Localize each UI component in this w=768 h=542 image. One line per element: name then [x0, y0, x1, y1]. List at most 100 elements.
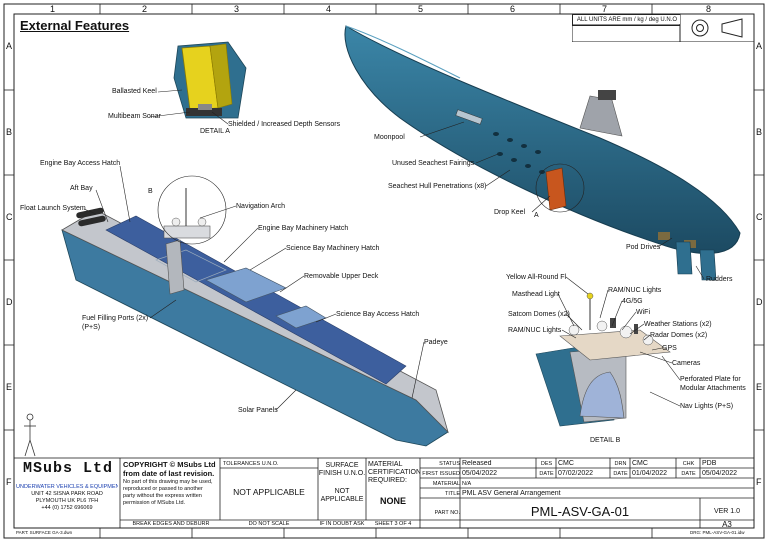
row-label-d: D	[6, 297, 13, 307]
callout-b: B	[148, 188, 153, 195]
label-navigation-arch: Navigation Arch	[236, 203, 286, 210]
row-label-f: F	[6, 477, 12, 487]
sheet-title: External Features	[20, 18, 130, 33]
detail-b-caption: DETAIL B	[590, 437, 621, 444]
material-value: N/A	[462, 481, 472, 487]
copyright-body-4: permission of MSubs Ltd.	[123, 500, 186, 506]
footer-part-file: PART: SURFACE GA-3.dwn	[16, 530, 73, 535]
row-label-b: B	[6, 127, 13, 137]
des-date-label: DATE	[539, 471, 554, 477]
label-seachest-penetrations: Seachest Hull Penetrations (x8)	[388, 183, 487, 190]
tolerances-label: TOLERANCES U.N.O.	[223, 461, 279, 467]
label-modular-attachments: Modular Attachments	[680, 385, 746, 392]
label-unused-seachest: Unused Seachest Fairings	[392, 160, 475, 167]
row-label-e: E	[6, 382, 13, 392]
chk-label: CHK	[682, 461, 695, 467]
version-value: VER 1.0	[713, 508, 741, 515]
title-label: TITLE	[445, 491, 460, 497]
label-removable-deck: Removable Upper Deck	[304, 273, 379, 280]
row-label-e-right: E	[756, 382, 763, 392]
col-label-7: 7	[602, 4, 608, 14]
col-label-5: 5	[418, 4, 424, 14]
col-label-1: 1	[50, 4, 56, 14]
material-cert-value: NONE	[379, 496, 406, 506]
part-no-label: PART NO.	[434, 510, 460, 516]
col-label-2: 2	[142, 4, 148, 14]
chk-value: PDB	[702, 460, 717, 467]
label-gps: GPS	[662, 345, 677, 352]
des-label: DES	[540, 461, 553, 467]
surface-label-1: SURFACE	[325, 462, 359, 469]
label-multibeam-sonar: Multibeam Sonar	[108, 113, 161, 120]
row-label-c-right: C	[756, 212, 763, 222]
label-moonpool: Moonpool	[374, 134, 405, 141]
company-line-4: +44 (0) 1752 696069	[41, 505, 93, 511]
company-line-3: PLYMOUTH UK PL6 7FH	[35, 498, 99, 504]
label-pod-drives: Pod Drives	[626, 244, 661, 251]
copyright-body-2: reproduced or passed to another	[123, 486, 203, 492]
chk-date-value: 05/04/2022	[702, 470, 738, 477]
projection-symbol-icon	[680, 14, 754, 42]
label-science-bay-machinery: Science Bay Machinery Hatch	[286, 245, 380, 252]
copyright-sub: from date of last revision.	[123, 469, 215, 478]
row-label-a: A	[6, 41, 13, 51]
sheet-size: A3	[722, 521, 732, 529]
label-engine-bay-machinery: Engine Bay Machinery Hatch	[258, 225, 349, 232]
copyright-body-1: No part of this drawing may be used,	[123, 479, 213, 485]
person-scale-icon	[24, 413, 36, 457]
label-float-launch: Float Launch System	[20, 205, 86, 212]
note-if-in-doubt: IF IN DOUBT ASK	[319, 521, 365, 527]
deck-view	[61, 175, 449, 447]
note-break-edges: BREAK EDGES AND DEBURR	[132, 521, 210, 527]
label-fuel-filling-ps: (P+S)	[82, 324, 101, 331]
row-label-d-right: D	[756, 297, 763, 307]
company-line-2: UNIT 42 SISNA PARK ROAD	[31, 491, 103, 497]
company-line-1: UNDERWATER VEHICLES & EQUIPMENT	[16, 484, 118, 490]
des-date-value: 07/02/2022	[558, 470, 594, 477]
row-label-f-right: F	[756, 477, 762, 487]
title-value: PML ASV General Arrangement	[462, 490, 561, 497]
col-label-3: 3	[234, 4, 240, 14]
label-perforated-plate: Perforated Plate for	[680, 376, 741, 383]
label-yellow-all-round: Yellow All-Round Fl	[506, 274, 567, 281]
des-value: CMC	[558, 460, 574, 467]
label-padeye: Padeye	[424, 339, 448, 346]
label-wifi: WiFi	[636, 309, 650, 316]
drn-label: DRN	[614, 461, 627, 467]
surface-value-2: APPLICABLE	[320, 496, 364, 503]
row-label-a-right: A	[756, 41, 763, 51]
note-do-not-scale: DO NOT SCALE	[248, 521, 290, 527]
chk-date-label: DATE	[681, 471, 696, 477]
col-label-4: 4	[326, 4, 332, 14]
label-ram-nuc-lights-bottom: RAM/NUC Lights	[508, 327, 562, 334]
drn-date-value: 01/04/2022	[632, 470, 668, 477]
copyright-head: COPYRIGHT © MSubs Ltd	[123, 460, 216, 469]
detail-a-drawing	[173, 41, 247, 119]
surface-value-1: NOT	[334, 488, 350, 495]
label-nav-lights: Nav Lights (P+S)	[680, 403, 734, 410]
label-solar-panels: Solar Panels	[238, 407, 278, 414]
detail-b-drawing	[535, 292, 671, 427]
label-ram-nuc-lights-top: RAM/NUC Lights	[608, 287, 662, 294]
tolerances-value: NOT APPLICABLE	[233, 487, 305, 497]
label-aft-bay: Aft Bay	[70, 185, 93, 192]
first-issued-value: 05/04/2022	[462, 470, 498, 477]
label-masthead-light: Masthead Light	[512, 291, 560, 298]
detail-a-caption: DETAIL A	[200, 128, 230, 135]
part-no-value: PML-ASV-GA-01	[530, 504, 630, 519]
label-ballasted-keel: Ballasted Keel	[112, 88, 157, 95]
material-cert-label-3: REQUIRED:	[368, 477, 407, 484]
callout-a: A	[534, 212, 539, 219]
material-cert-label-2: CERTIFICATION	[368, 469, 420, 476]
row-label-b-right: B	[756, 127, 763, 137]
drn-value: CMC	[632, 460, 648, 467]
footer-drawing-file: DRG: PML-ASV-GA-01.idw	[690, 530, 745, 535]
drn-date-label: DATE	[613, 471, 628, 477]
label-shielded-sensors: Shielded / Increased Depth Sensors	[228, 121, 341, 128]
status-label: STATUS	[439, 461, 460, 467]
col-label-8: 8	[706, 4, 712, 14]
material-label: MATERIAL	[432, 481, 460, 487]
